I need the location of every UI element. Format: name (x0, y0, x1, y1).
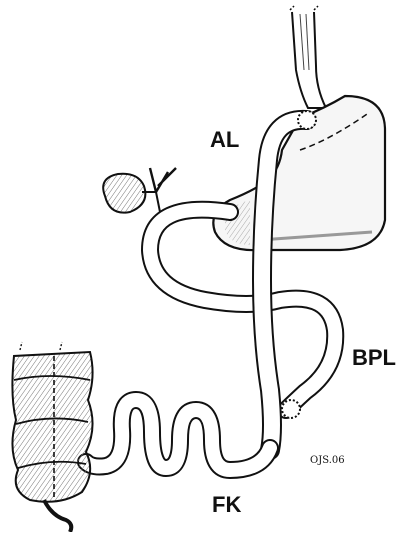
common-channel (86, 400, 270, 470)
label-biliopancreatic-limb: BPL (352, 345, 396, 371)
label-alimentary-limb: AL (210, 127, 239, 153)
label-common-channel: FK (212, 492, 241, 518)
artist-signature: OJS.06 (310, 455, 345, 466)
colon (12, 342, 92, 532)
esophagus (290, 6, 326, 108)
